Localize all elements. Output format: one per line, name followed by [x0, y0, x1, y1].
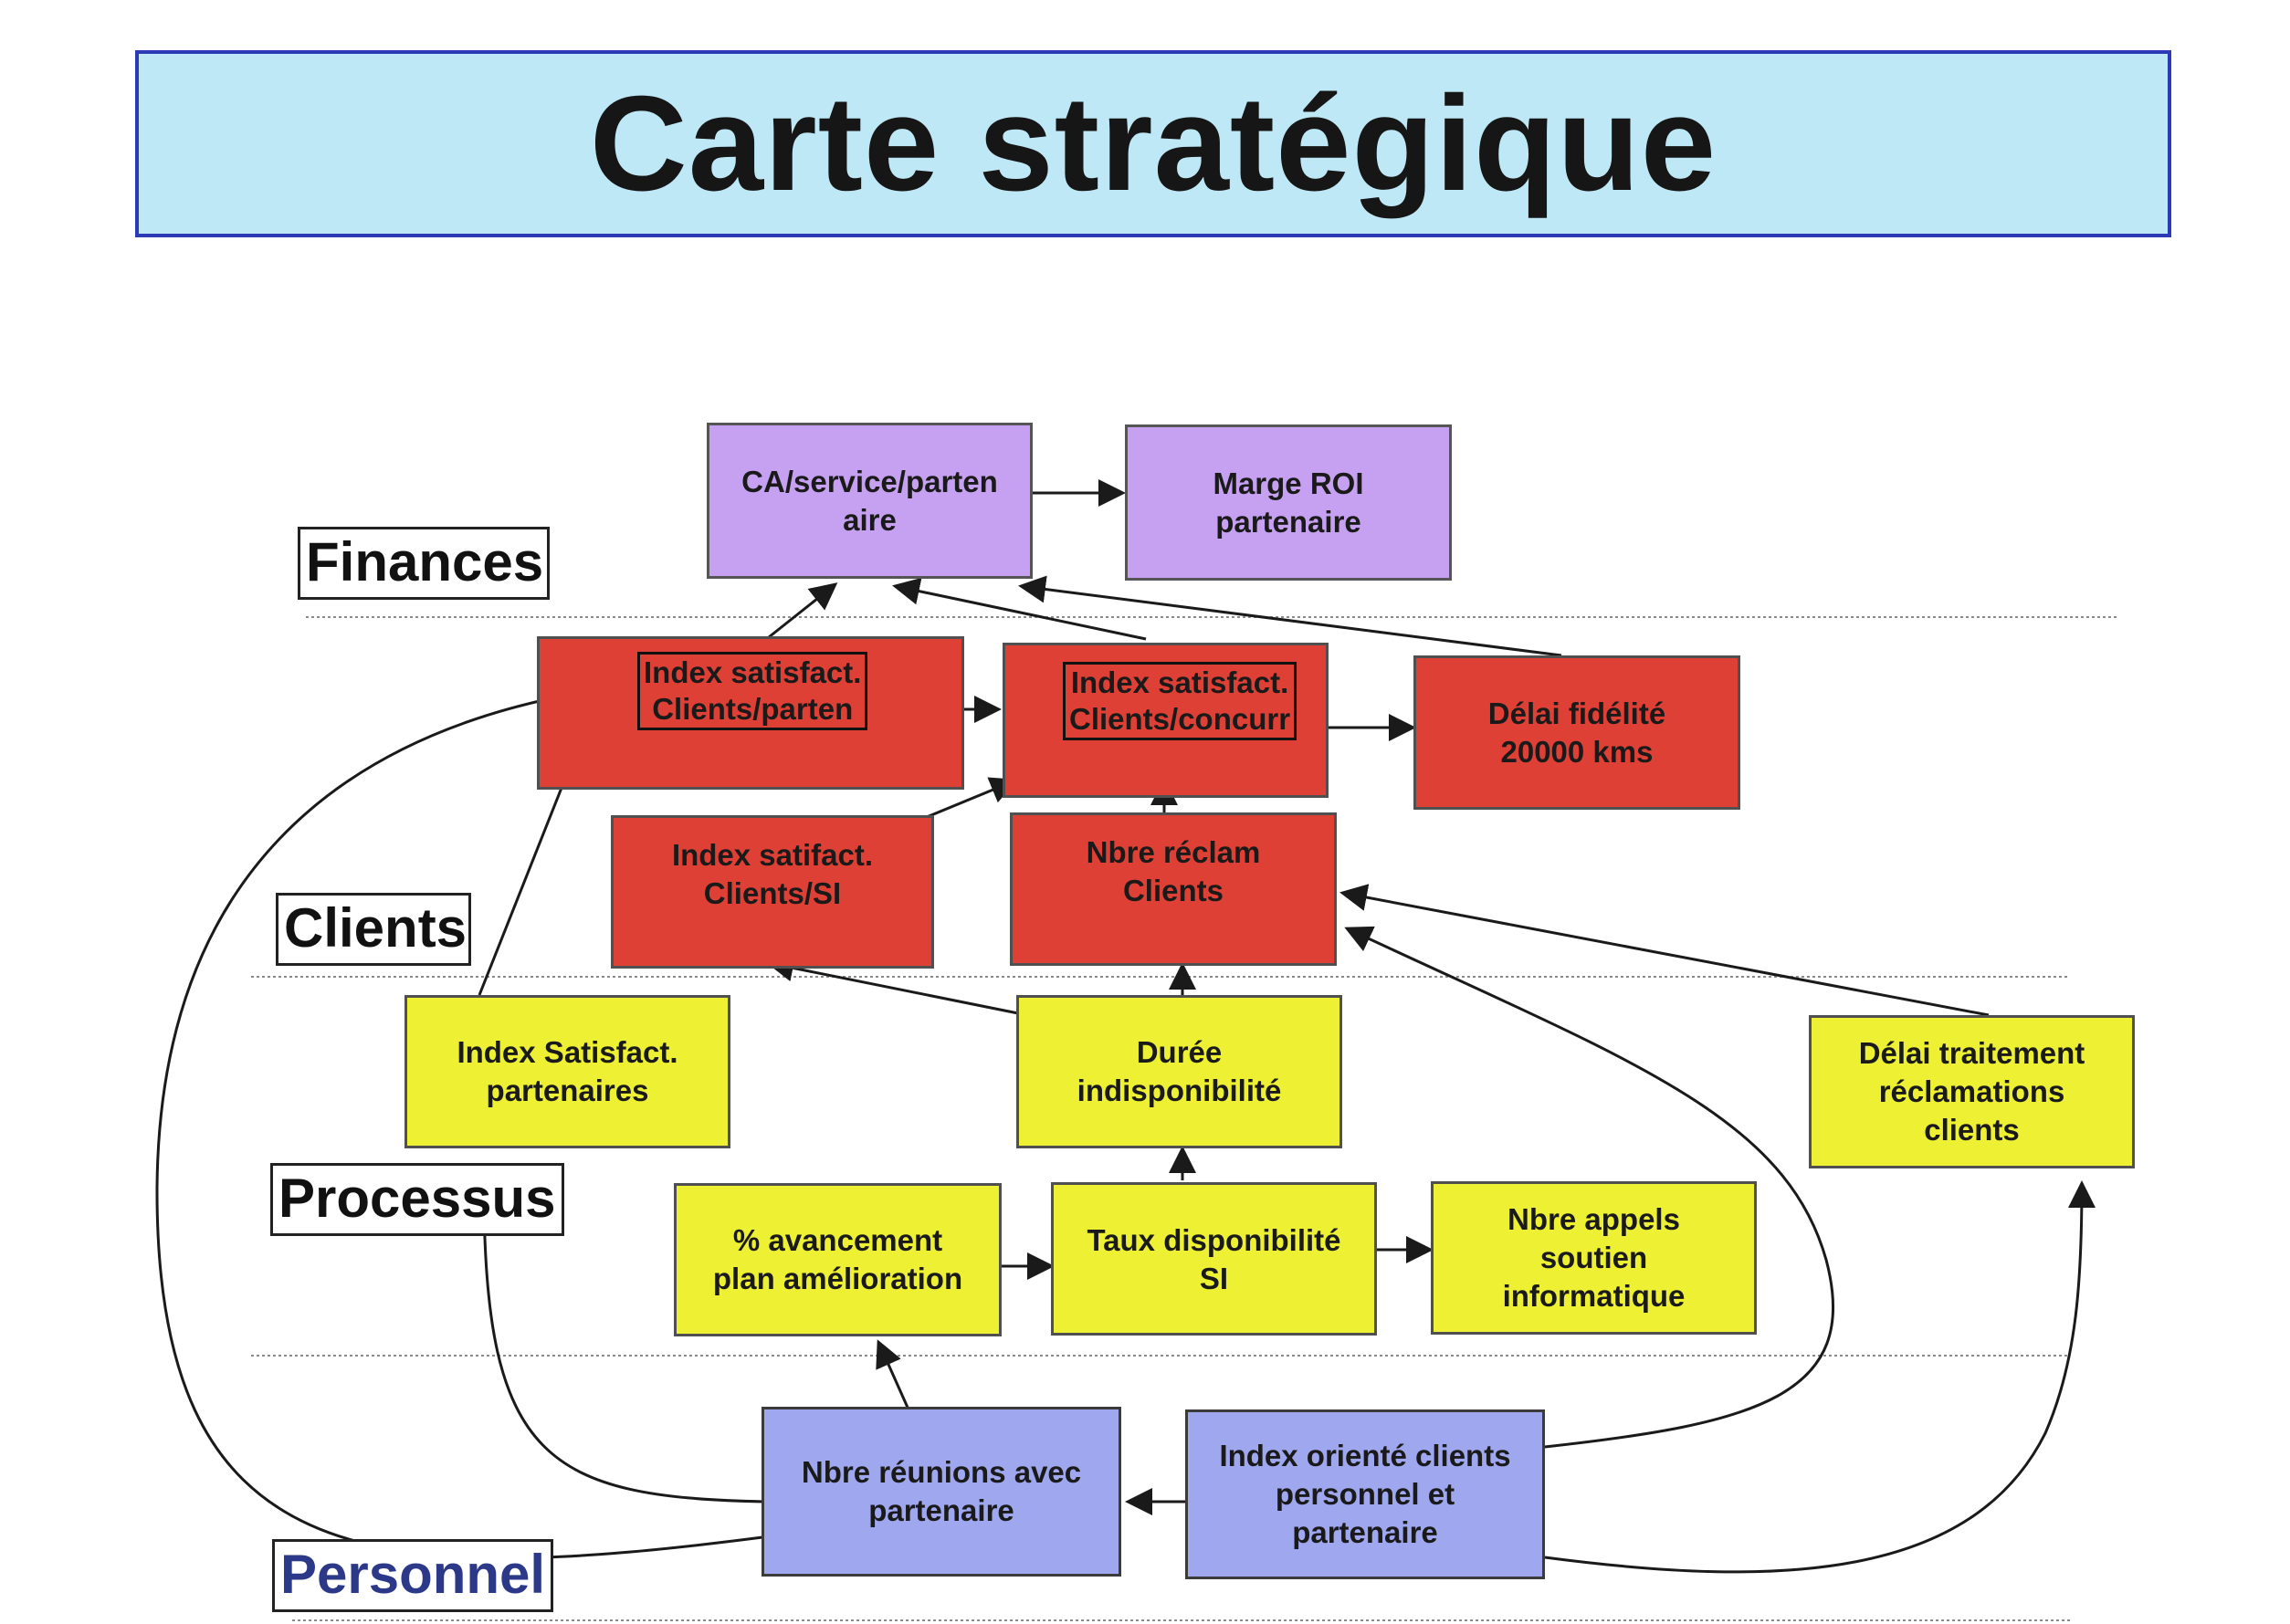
arrow-oriente-to-reclam-curve: [1344, 926, 1835, 1449]
level-label-clients: Clients: [276, 893, 471, 966]
box-nbre-appels-soutien-label: Nbre appels soutien informatique: [1502, 1202, 1686, 1313]
box-nbre-reunions-partenaire-label: Nbre réunions avec partenaire: [801, 1455, 1082, 1527]
box-taux-disponibilite-si: Taux disponibilité SI: [1051, 1182, 1377, 1336]
level-label-processus: Processus: [270, 1163, 564, 1236]
box-index-satisfact-partenaires: Index Satisfact. partenaires: [404, 995, 730, 1148]
page-title: Carte stratégique: [589, 68, 1718, 219]
box-marge-roi-partenaire-label: Marge ROI partenaire: [1213, 466, 1364, 539]
box-nbre-reunions-partenaire: Nbre réunions avec partenaire: [762, 1407, 1121, 1577]
box-ca-service-partenaire: CA/service/parten aire: [707, 423, 1033, 579]
box-index-satisfact-clients-parten-label: Index satisfact. Clients/parten: [637, 652, 868, 730]
box-duree-indisponibilite: Durée indisponibilité: [1016, 995, 1342, 1148]
arrow-reunions-to-partenaires-curve: [470, 1184, 765, 1504]
box-nbre-reclam-clients-label: Nbre réclam Clients: [1086, 835, 1261, 907]
box-index-satisfact-clients-concurr: Index satisfact. Clients/concurr: [1003, 643, 1329, 798]
level-label-finances: Finances: [298, 527, 550, 600]
title-banner: Carte stratégique: [135, 50, 2171, 237]
arrow-duree-to-si: [766, 954, 1019, 1015]
level-label-clients-text: Clients: [284, 897, 467, 959]
box-marge-roi-partenaire: Marge ROI partenaire: [1125, 424, 1452, 581]
level-label-processus-text: Processus: [278, 1168, 556, 1229]
box-index-satisfact-clients-parten: Index satisfact. Clients/parten: [537, 636, 964, 790]
level-label-finances-text: Finances: [306, 531, 544, 592]
box-avancement-plan-amelioration-label: % avancement plan amélioration: [712, 1223, 963, 1295]
box-delai-fidelite-label: Délai fidélité 20000 kms: [1487, 696, 1666, 769]
box-index-satifact-clients-si: Index satifact. Clients/SI: [611, 815, 934, 969]
box-index-satisfact-partenaires-label: Index Satisfact. partenaires: [457, 1035, 678, 1107]
arrow-delai-traitement-to-reclam: [1339, 884, 1990, 1017]
level-label-personnel-text: Personnel: [280, 1544, 546, 1605]
box-nbre-reclam-clients: Nbre réclam Clients: [1010, 812, 1337, 966]
box-nbre-appels-soutien: Nbre appels soutien informatique: [1431, 1181, 1757, 1335]
arrow-satisfact-parten-to-ca: [768, 582, 838, 639]
box-avancement-plan-amelioration: % avancement plan amélioration: [674, 1183, 1002, 1336]
arrow-oriente-to-delai-curve: [1544, 1180, 2096, 1574]
box-index-satisfact-clients-concurr-label: Index satisfact. Clients/concurr: [1063, 662, 1297, 740]
box-delai-traitement-reclamations-label: Délai traitement réclamations clients: [1858, 1036, 2085, 1147]
box-index-oriente-clients-label: Index orienté clients personnel et parte…: [1219, 1439, 1511, 1549]
box-index-oriente-clients: Index orienté clients personnel et parte…: [1185, 1409, 1545, 1579]
box-ca-service-partenaire-label: CA/service/parten aire: [741, 464, 998, 537]
box-taux-disponibilite-si-label: Taux disponibilité SI: [1087, 1223, 1341, 1295]
box-delai-traitement-reclamations: Délai traitement réclamations clients: [1809, 1015, 2135, 1168]
arrow-satisfact-concurr-to-ca: [892, 577, 1147, 641]
arrow-delai-fidelite-to-ca: [1018, 575, 1562, 657]
box-duree-indisponibilite-label: Durée indisponibilité: [1077, 1035, 1282, 1107]
level-label-personnel: Personnel: [272, 1539, 553, 1612]
box-index-satifact-clients-si-label: Index satifact. Clients/SI: [671, 838, 874, 910]
box-delai-fidelite: Délai fidélité 20000 kms: [1413, 655, 1740, 810]
arrow-reunions-to-avancement: [876, 1339, 910, 1410]
arrow-si-to-concurr: [926, 777, 1018, 819]
